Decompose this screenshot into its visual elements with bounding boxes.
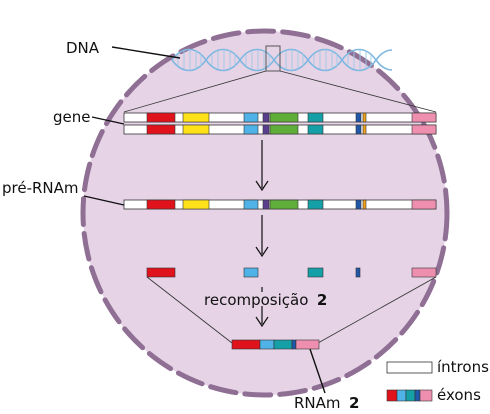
zoom-line-left	[123, 70, 267, 113]
transcription-arrow	[255, 140, 269, 192]
converge-line-left	[146, 276, 233, 344]
mrna-label: RNAm 2	[294, 394, 359, 412]
legend-introns-label: íntrons	[437, 358, 489, 376]
pre-mrna-label: pré-RNAm	[2, 179, 79, 197]
zoom-line-right	[279, 70, 437, 113]
recomposition-label: recomposição 2	[204, 291, 327, 309]
legend-exons-label: éxons	[437, 386, 481, 404]
nuclear-envelope	[80, 28, 450, 398]
dna-helix	[171, 48, 393, 72]
dna-pointer	[111, 46, 181, 59]
converge-line-right	[317, 276, 437, 344]
selected-exons	[146, 267, 437, 278]
legend-intron-swatch	[386, 361, 433, 374]
mrna-pointer	[309, 348, 326, 394]
legend-exon-swatch	[386, 389, 433, 402]
recomposition-arrow	[255, 287, 269, 328]
gene-strand-top	[123, 112, 437, 123]
dna-label: DNA	[66, 39, 100, 57]
gene-zoom-box	[265, 45, 281, 72]
splicing-arrow	[255, 215, 269, 258]
mrna-2-strand	[231, 339, 320, 350]
gene-label: gene	[53, 108, 91, 126]
pre-mrna-strand	[123, 199, 437, 210]
gene-strand-bottom	[123, 124, 437, 135]
pre-mrna-pointer	[83, 195, 125, 206]
gene-pointer	[91, 116, 125, 125]
legend: íntrons éxons	[386, 358, 489, 404]
